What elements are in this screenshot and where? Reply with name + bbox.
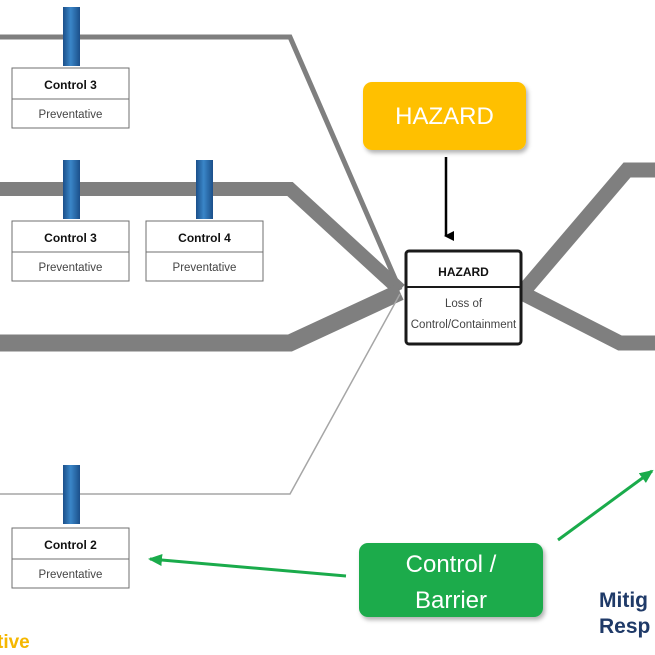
control-title: Control 4 [178,231,231,245]
control-title: Control 2 [44,538,97,552]
control-box[interactable]: Control 2 Preventative [11,527,130,589]
control-box[interactable]: Control 3 Preventative [11,67,130,129]
pointer-arrow-right [557,469,654,542]
mitigative-label-fragment: Mitig [599,589,648,612]
threat-pathway-4 [0,293,401,495]
barrier-bar [63,7,80,66]
control-barrier-callout[interactable]: Control / Barrier [359,543,543,617]
control-title: Control 3 [44,78,97,92]
control-box[interactable]: Control 3 Preventative [11,220,130,282]
consequence-pathway-1 [516,162,655,298]
control-type: Preventative [39,109,103,121]
threat-pathway-2 [0,182,405,296]
control-title: Control 3 [44,231,97,245]
barrier-bar [196,160,213,219]
barrier-bar [63,160,80,219]
barrier-bar [63,465,80,524]
hazard-callout[interactable]: HAZARD [363,82,526,150]
hazard-box-title: HAZARD [438,265,489,279]
control-barrier-line1: Control / [406,551,497,578]
preventative-label-fragment: tive [0,632,30,653]
threat-pathway-3 [0,284,404,352]
pointer-arrow-left [148,554,347,578]
control-barrier-line2: Barrier [415,587,487,614]
hazard-box-line2: Control/Containment [411,319,517,331]
hazard-box[interactable]: HAZARD Loss of Control/Containment [404,249,523,346]
consequence-pathway-2 [518,286,655,351]
control-type: Preventative [39,262,103,274]
threat-pathway-1 [0,34,403,291]
control-box[interactable]: Control 4 Preventative [145,220,264,282]
control-type: Preventative [39,569,103,581]
hazard-callout-label: HAZARD [395,103,494,130]
hazard-box-line1: Loss of [445,298,483,310]
response-label-fragment: Resp [599,615,650,638]
control-type: Preventative [173,262,237,274]
